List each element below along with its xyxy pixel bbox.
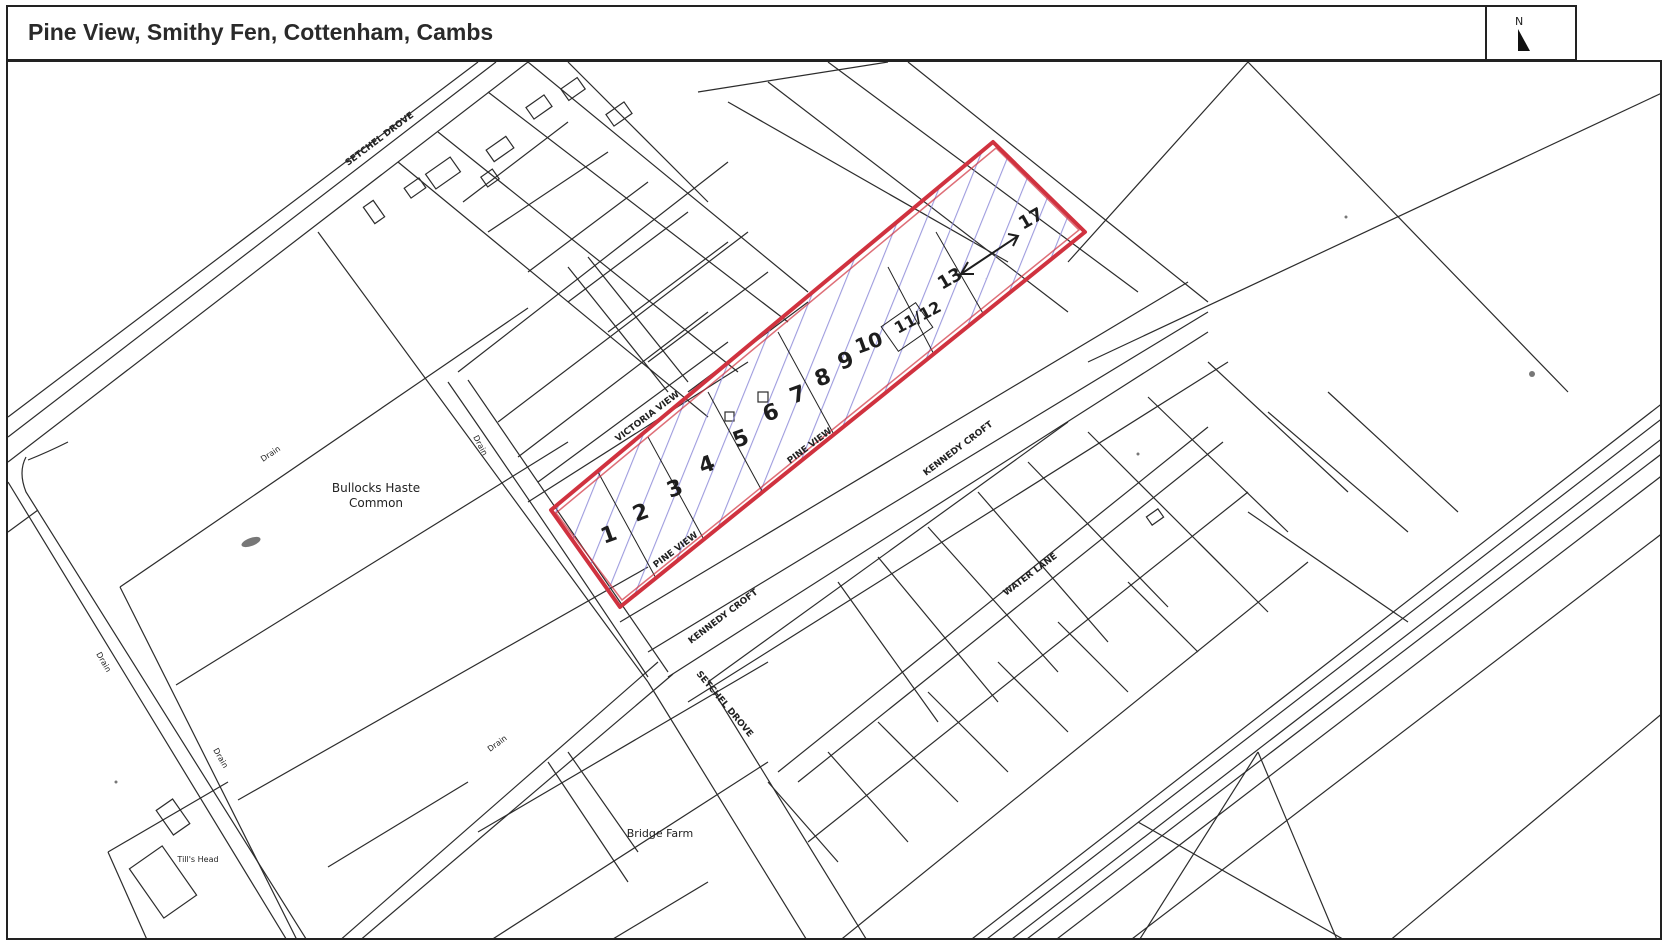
drain-label: Drain bbox=[486, 734, 509, 754]
drain-label: Drain bbox=[94, 651, 113, 674]
road-setchel-drove-short: SETCHEL DROVE bbox=[694, 670, 755, 740]
north-arrow-icon: N bbox=[1515, 15, 1530, 51]
site-plan-map[interactable]: Bullocks Haste Common Bridge Farm Till's… bbox=[8, 62, 1662, 940]
place-tills-head: Till's Head bbox=[176, 855, 218, 864]
north-arrow-box: N bbox=[1485, 7, 1575, 59]
road-kennedy-croft: KENNEDY CROFT bbox=[922, 419, 996, 478]
north-label: N bbox=[1515, 15, 1523, 28]
map-linework bbox=[8, 62, 1660, 938]
double-arrow-icon bbox=[959, 233, 1020, 275]
road-kennedy-croft-short: KENNEDY CROFT bbox=[687, 587, 761, 646]
site-boundary[interactable] bbox=[549, 140, 1087, 609]
map-frame[interactable]: Bullocks Haste Common Bridge Farm Till's… bbox=[6, 60, 1662, 940]
place-common: Common bbox=[349, 496, 403, 510]
scan-speckles bbox=[114, 215, 1535, 784]
drain-label: Drain bbox=[259, 444, 282, 464]
drain-label: Drain bbox=[211, 747, 230, 770]
title-bar: Pine View, Smithy Fen, Cottenham, Cambs … bbox=[6, 5, 1577, 61]
map-title: Pine View, Smithy Fen, Cottenham, Cambs bbox=[28, 19, 494, 45]
road-setchel-drove: SETCHEL DROVE bbox=[344, 111, 416, 169]
place-bullocks-haste: Bullocks Haste bbox=[332, 481, 420, 495]
place-bridge-farm: Bridge Farm bbox=[627, 827, 693, 840]
